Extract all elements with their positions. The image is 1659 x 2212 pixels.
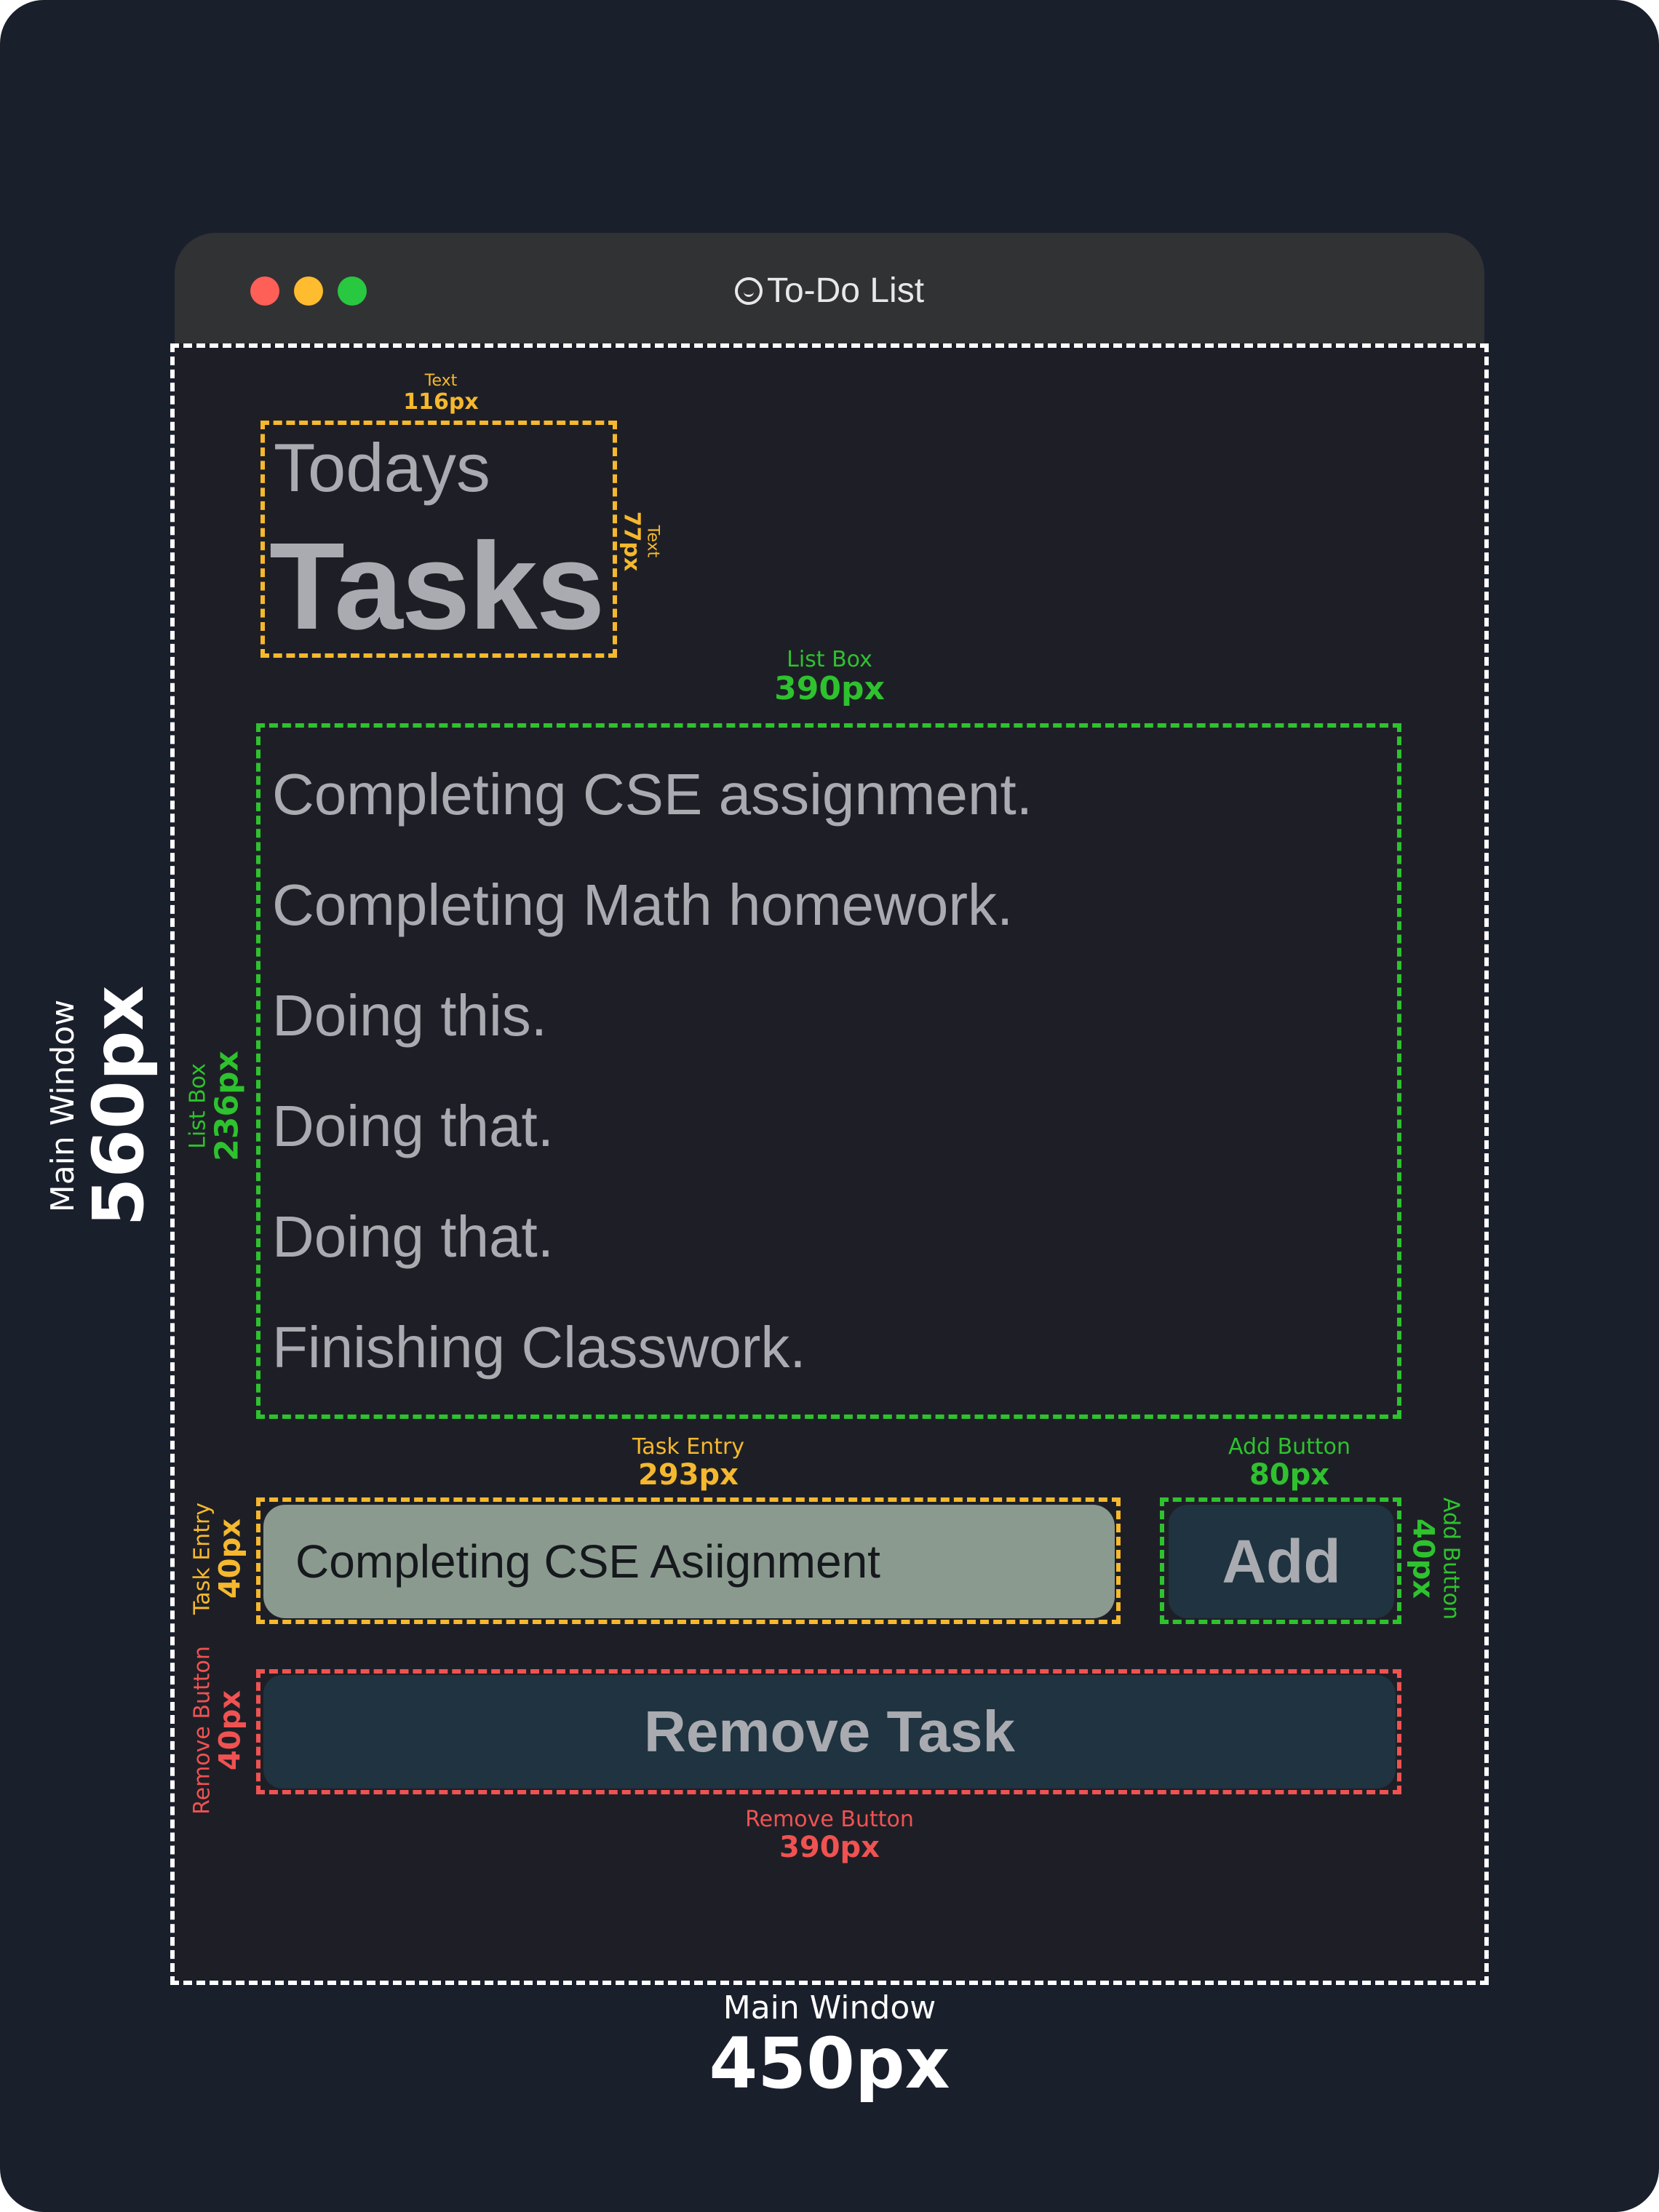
app-icon — [734, 277, 763, 305]
annotation-label: List Box — [185, 1063, 211, 1149]
remove-height-annotation: Remove Button 40px — [189, 1646, 247, 1815]
annotation-value: 450px — [709, 2023, 950, 2105]
listbox-frame — [256, 723, 1401, 1419]
task-entry-input[interactable]: Completing CSE Asiignment — [263, 1505, 1115, 1618]
annotation-value: 40px — [213, 1518, 247, 1599]
window-height-annotation: Main Window 560px — [44, 985, 160, 1227]
task-list-item[interactable]: Completing CSE assignment. — [272, 762, 1033, 827]
heading-line-1: Todays — [274, 429, 490, 506]
heading-line-2: Tasks — [269, 517, 605, 656]
annotation-label: Main Window — [44, 999, 82, 1213]
text-width-annotation: Text 116px — [403, 372, 479, 415]
add-button[interactable]: Add — [1169, 1505, 1394, 1618]
text-height-annotation: Text 77px — [618, 511, 662, 572]
window-titlebar: To-Do List — [175, 233, 1484, 343]
annotation-label: Task Entry — [632, 1434, 745, 1460]
remove-button-frame — [256, 1669, 1401, 1794]
annotation-value: 236px — [208, 1051, 246, 1161]
add-button-frame — [1160, 1497, 1401, 1624]
task-list-item[interactable]: Doing that. — [272, 1204, 554, 1269]
task-entry-frame — [256, 1497, 1121, 1624]
annotation-value: 80px — [1249, 1458, 1330, 1492]
annotation-value: 390px — [779, 1831, 880, 1864]
annotation-label: Text — [424, 372, 458, 390]
remove-width-annotation: Remove Button 390px — [745, 1807, 914, 1863]
main-window-frame — [170, 343, 1489, 1985]
annotation-value: 40px — [213, 1690, 247, 1771]
annotation-label: Add Button — [1228, 1434, 1351, 1460]
text-frame — [260, 421, 617, 658]
task-list-item[interactable]: Completing Math homework. — [272, 872, 1014, 937]
annotation-label: Task Entry — [189, 1502, 215, 1615]
annotation-value: 390px — [774, 670, 885, 707]
task-list-item[interactable]: Finishing Classwork. — [272, 1315, 806, 1380]
add-height-annotation: Add Button 40px — [1406, 1497, 1464, 1620]
window-title-text: To-Do List — [766, 271, 925, 310]
listbox-height-annotation: List Box 236px — [185, 1051, 246, 1161]
annotation-label: Text — [643, 525, 662, 558]
annotation-value: 293px — [638, 1458, 739, 1492]
task-list-item[interactable]: Doing that. — [272, 1094, 554, 1158]
task-list-box[interactable]: Completing CSE assignment. Completing Ma… — [272, 757, 1033, 1420]
add-width-annotation: Add Button 80px — [1228, 1435, 1350, 1491]
maximize-window-button[interactable] — [338, 276, 367, 306]
annotation-value: 560px — [78, 985, 160, 1227]
task-list-item[interactable]: Doing this. — [272, 983, 547, 1048]
annotation-value: 77px — [618, 511, 645, 572]
annotation-label: Add Button — [1438, 1497, 1464, 1620]
minimize-window-button[interactable] — [294, 276, 323, 306]
annotation-label: List Box — [787, 647, 872, 672]
remove-task-button[interactable]: Remove Task — [263, 1675, 1396, 1789]
window-width-annotation: Main Window 450px — [709, 1989, 950, 2105]
annotation-value: 116px — [403, 389, 479, 415]
entry-height-annotation: Task Entry 40px — [189, 1502, 247, 1615]
annotation-value: 40px — [1406, 1518, 1440, 1599]
annotation-label: Main Window — [723, 1989, 936, 2026]
annotation-label: Remove Button — [745, 1807, 914, 1832]
close-window-button[interactable] — [250, 276, 279, 306]
annotation-label: Remove Button — [189, 1646, 215, 1815]
window-title: To-Do List — [175, 268, 1484, 314]
entry-width-annotation: Task Entry 293px — [632, 1435, 744, 1491]
listbox-width-annotation: List Box 390px — [774, 648, 885, 707]
